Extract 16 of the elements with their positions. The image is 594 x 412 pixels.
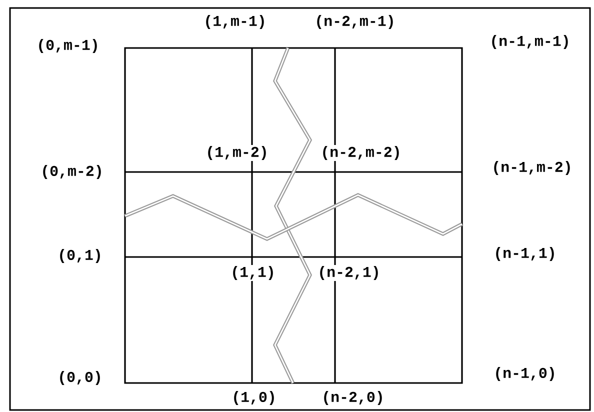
coordinate-label: (n-1,0) <box>492 366 558 382</box>
coordinate-label: (0,m-1) <box>36 38 100 54</box>
coordinate-label: (n-2,0) <box>320 390 386 406</box>
coordinate-label: (n-2,1) <box>316 265 382 281</box>
coordinate-label: (1,m-1) <box>202 14 268 30</box>
coordinate-label: (n-1,m-1) <box>488 34 572 50</box>
coordinate-label: (0,0) <box>56 370 104 386</box>
coordinate-label: (n-2,m-2) <box>320 145 402 161</box>
coordinate-label: (1,0) <box>230 390 278 406</box>
coordinate-label: (0,m-2) <box>40 164 104 180</box>
coordinate-label: (n-2,m-1) <box>314 14 396 30</box>
coordinate-label: (n-1,m-2) <box>490 160 574 176</box>
coordinate-label: (1,1) <box>230 265 276 281</box>
coordinate-label: (n-1,1) <box>492 246 558 262</box>
coordinate-label: (1,m-2) <box>204 145 270 161</box>
coordinate-label: (0,1) <box>56 248 104 264</box>
